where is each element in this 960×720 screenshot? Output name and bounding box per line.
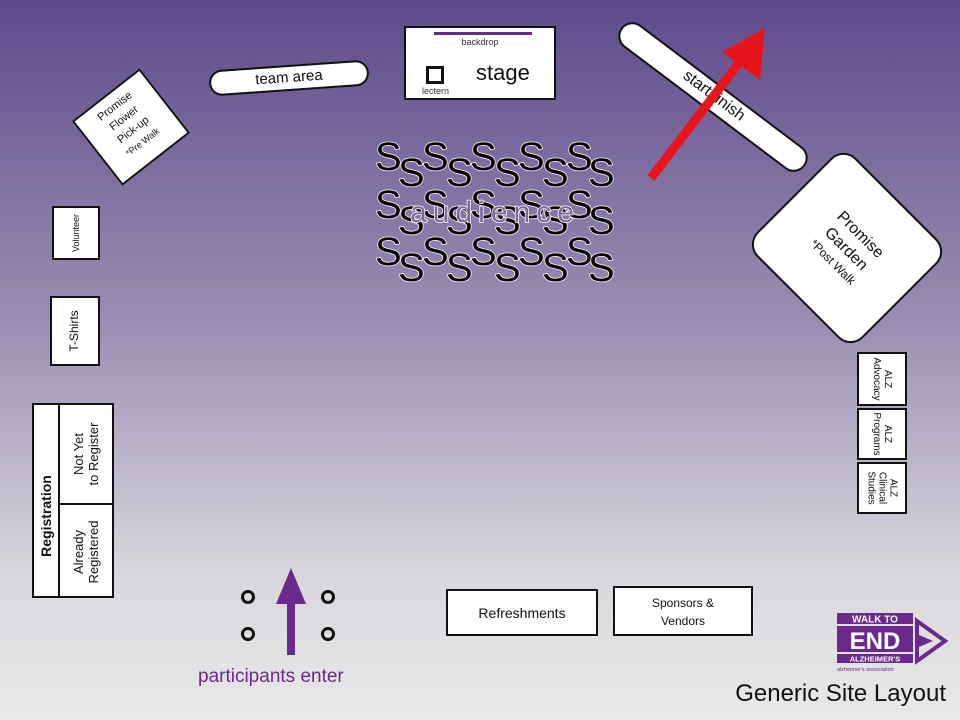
- logo-graphic: WALK TO END ALZHEIMER'S alzheimer's asso…: [837, 613, 949, 673]
- refreshments-booth: Refreshments: [446, 589, 598, 636]
- registration-booth: Registration Not Yet to Register Already…: [32, 403, 114, 598]
- audience-seat: S: [588, 246, 615, 290]
- audience-seat: S: [518, 135, 545, 179]
- sponsors-vendors-booth: Sponsors & Vendors: [613, 586, 753, 636]
- alz-advocacy-booth: ALZ Advocacy: [857, 352, 907, 406]
- audience-seat: S: [588, 151, 615, 195]
- registration-divider-h: [58, 503, 114, 505]
- logo-line-3: ALZHEIMER'S: [850, 655, 901, 664]
- page-title: Generic Site Layout: [735, 680, 946, 707]
- audience-seat: S: [398, 199, 425, 243]
- audience-seat: S: [494, 199, 521, 243]
- audience-seat: S: [398, 246, 425, 290]
- entrance-post-marker: [321, 627, 335, 641]
- logo-line-2: END: [850, 628, 901, 655]
- sponsors-line-2: Vendors: [660, 614, 706, 628]
- audience-seat: S: [446, 199, 473, 243]
- audience-seat: S: [422, 135, 449, 179]
- logo-tagline: alzheimer's association: [837, 667, 894, 673]
- lectern-icon: [426, 66, 444, 84]
- refreshments-label: Refreshments: [478, 605, 566, 621]
- audience-seat: S: [518, 230, 545, 274]
- backdrop-label: backdrop: [461, 37, 499, 47]
- audience-label: audience: [410, 196, 580, 229]
- sponsors-line-1: Sponsors &: [651, 596, 715, 610]
- logo-line-1: WALK TO: [852, 615, 898, 626]
- audience-seat: S: [542, 151, 569, 195]
- tshirts-booth: T-Shirts: [50, 296, 100, 366]
- stage-label: stage: [476, 60, 530, 85]
- audience-seat: S: [422, 230, 449, 274]
- audience-seat: S: [398, 151, 425, 195]
- audience-seat: S: [494, 151, 521, 195]
- audience-seat: S: [494, 246, 521, 290]
- audience-seat: S: [375, 135, 402, 179]
- audience-seat: S: [542, 246, 569, 290]
- backdrop-bar: [434, 32, 532, 35]
- alz-programs-booth: ALZ Programs: [857, 408, 907, 460]
- registration-divider-v: [58, 405, 60, 596]
- lectern-label: lectern: [422, 86, 450, 96]
- audience-seat: S: [375, 230, 402, 274]
- entrance-post-marker: [241, 627, 255, 641]
- audience-seat: S: [566, 135, 593, 179]
- walk-to-end-alzheimers-logo: WALK TO END ALZHEIMER'S alzheimer's asso…: [837, 613, 949, 673]
- audience-seat: S: [588, 199, 615, 243]
- audience-seat: S: [470, 230, 497, 274]
- entrance-post-marker: [241, 590, 255, 604]
- audience-seat: S: [470, 135, 497, 179]
- audience-seat: S: [566, 230, 593, 274]
- entrance-post-marker: [321, 590, 335, 604]
- stage-box: backdrop lectern stage: [404, 26, 556, 100]
- participants-enter-label: participants enter: [198, 666, 344, 687]
- volunteer-booth: Volunteer: [52, 206, 100, 260]
- audience-seat: S: [470, 183, 497, 227]
- audience-seat: S: [566, 183, 593, 227]
- audience-seat: S: [446, 151, 473, 195]
- audience-seat: S: [542, 199, 569, 243]
- alz-clinical-booth: ALZ Clinical Studies: [857, 462, 907, 514]
- audience-seat: S: [422, 183, 449, 227]
- audience-seat: S: [446, 246, 473, 290]
- audience-seat: S: [518, 183, 545, 227]
- audience-seat: S: [375, 183, 402, 227]
